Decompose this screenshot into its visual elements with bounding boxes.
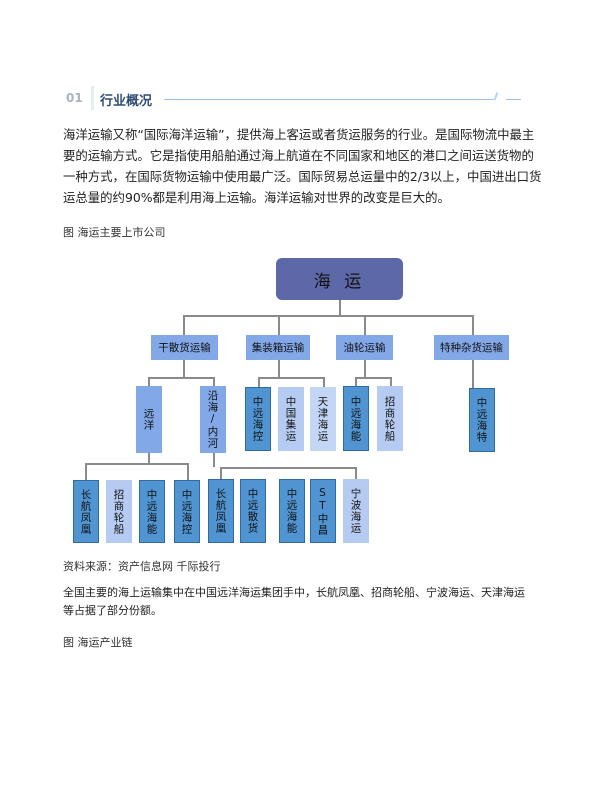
section-number: 01 [66, 91, 83, 105]
connector-line [148, 377, 214, 379]
connector-line [85, 463, 87, 480]
connector-line [339, 300, 341, 316]
connector-line [258, 377, 260, 387]
category-node: 特种杂货运输 [434, 335, 509, 360]
connector-line [472, 315, 474, 335]
section-title: 行业概况 [100, 94, 153, 109]
connector-line [258, 377, 324, 379]
connector-line [220, 467, 356, 469]
section-rule-end [506, 99, 521, 100]
connector-line [278, 315, 280, 335]
company-node: 中远海能 [279, 479, 305, 543]
company-node: ST中昌 [310, 479, 336, 543]
category-node: 集装箱运输 [246, 335, 310, 360]
source-note: 资料来源：资产信息网 千际投行 [63, 560, 221, 573]
connector-line [183, 360, 185, 378]
category-node: 油轮运输 [336, 335, 393, 360]
connector-line [472, 360, 474, 388]
connector-line [213, 377, 215, 387]
subcategory-node: 沿海/内河 [200, 386, 226, 453]
connector-line [148, 453, 150, 464]
connector-line [183, 315, 473, 317]
company-node: 中远海能 [139, 480, 165, 543]
company-node: 中远海特 [469, 388, 495, 452]
company-node: 中远海能 [343, 386, 369, 451]
company-node: 中远海控 [174, 480, 200, 543]
intro-paragraph: 海洋运输又称“国际海洋运输”，提供海上客运或者货运服务的行业。是国际物流中最主要… [63, 127, 542, 205]
company-node: 长航凤凰 [208, 479, 234, 543]
company-node: 宁波海运 [343, 479, 369, 543]
connector-line [85, 463, 187, 465]
connector-line [323, 377, 325, 387]
connector-line [364, 360, 366, 378]
company-node: 招商轮船 [106, 480, 132, 543]
connector-line [148, 377, 150, 387]
connector-line [278, 360, 280, 378]
company-node: 中远散货 [240, 479, 266, 543]
figure-caption: 图 海运主要上市公司 [63, 226, 166, 239]
connector-line [390, 377, 392, 387]
company-node: 中国集运 [278, 387, 304, 451]
figure-caption: 图 海运产业链 [63, 636, 133, 649]
section-rule [164, 99, 494, 100]
company-node: 天津海运 [310, 387, 336, 451]
subcategory-node: 远洋 [136, 386, 162, 453]
connector-line [355, 377, 391, 379]
root-node: 海 运 [276, 258, 403, 300]
connector-line [187, 463, 189, 480]
connector-line [213, 453, 215, 467]
company-node: 招商轮船 [377, 386, 403, 451]
connector-line [355, 467, 357, 480]
connector-line [183, 315, 185, 335]
connector-line [220, 467, 222, 480]
category-node: 干散货运输 [151, 335, 218, 360]
connector-line [355, 377, 357, 387]
connector-line [364, 315, 366, 335]
company-node: 长航凤凰 [73, 480, 99, 543]
section-rule-slash-icon: // [494, 92, 498, 102]
company-node: 中远海控 [245, 387, 271, 451]
summary-paragraph: 全国主要的海上运输集中在中国远洋海运集团手中，长航凤凰、招商轮船、宁波海运、天津… [63, 586, 525, 617]
section-divider-bar [91, 86, 94, 110]
